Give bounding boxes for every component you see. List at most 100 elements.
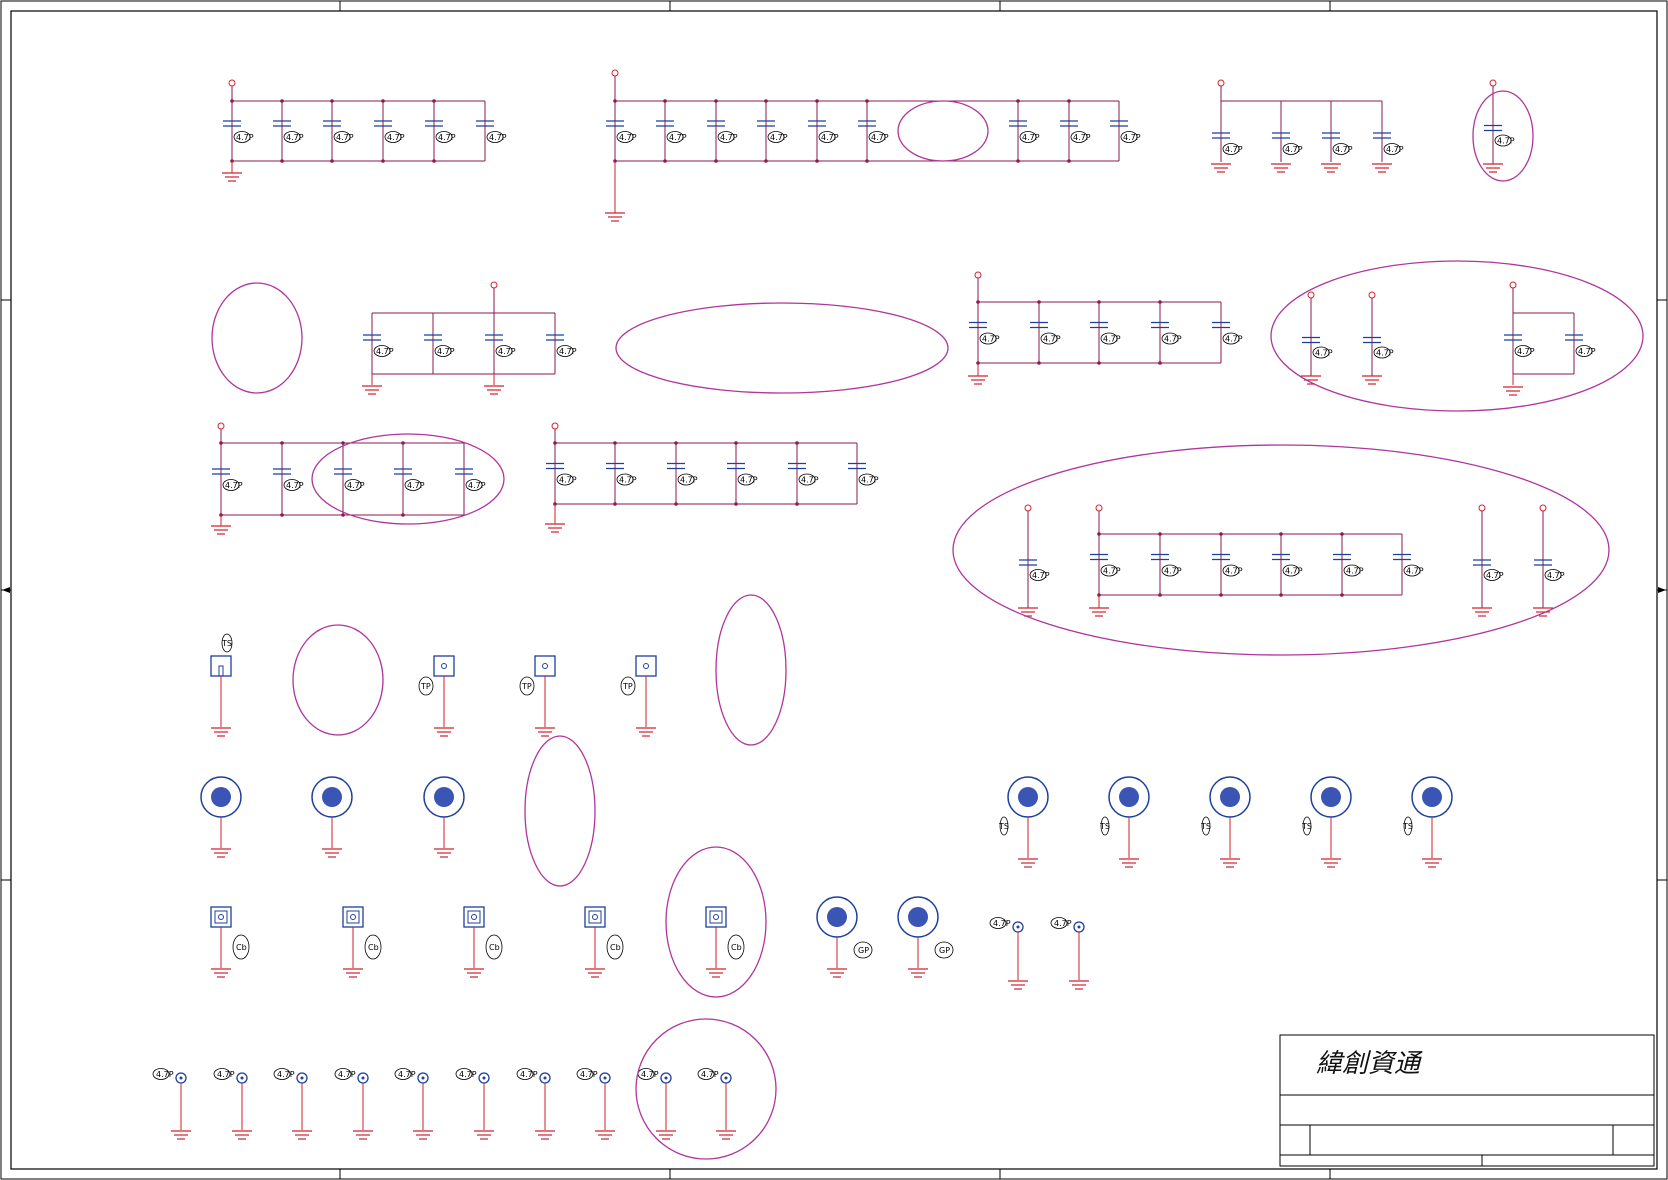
ground-icon xyxy=(827,968,847,978)
ground-icon xyxy=(1220,858,1240,868)
svg-text:4.7P: 4.7P xyxy=(489,133,507,142)
ground-icon xyxy=(413,1130,433,1140)
review-ellipse xyxy=(1270,260,1644,412)
ground-icon xyxy=(706,968,726,978)
ground-icon xyxy=(211,968,231,978)
svg-text:4.7P: 4.7P xyxy=(1022,133,1040,142)
ground-icon xyxy=(535,1130,555,1140)
svg-text:4.7P: 4.7P xyxy=(438,133,456,142)
svg-text:4.7P: 4.7P xyxy=(680,476,698,485)
capacitor-symbol xyxy=(606,120,624,127)
power-port-icon xyxy=(611,69,619,77)
ground-icon xyxy=(545,523,565,533)
pad-label: TP xyxy=(519,676,535,696)
capacitor-symbol xyxy=(969,321,987,329)
cap-label: 4.7P xyxy=(222,479,243,491)
svg-text:4.7P: 4.7P xyxy=(982,335,1000,344)
power-port-icon xyxy=(228,79,236,87)
cap-label: 4.7P xyxy=(495,345,516,357)
cap-label: 4.7P xyxy=(1100,332,1121,345)
ground-icon xyxy=(595,1130,615,1140)
cap-label: 4.7P xyxy=(1029,569,1050,581)
svg-text:4.7P: 4.7P xyxy=(1164,335,1182,344)
svg-text:TS: TS xyxy=(1200,822,1211,831)
svg-text:4.7P: 4.7P xyxy=(669,133,687,142)
cap-label: 4.7P xyxy=(435,131,456,143)
title-block: 緯創資通 xyxy=(1279,1034,1655,1167)
pad-label: TS xyxy=(1301,816,1312,836)
round-test-pad xyxy=(200,776,242,818)
svg-text:4.7P: 4.7P xyxy=(498,347,516,356)
ground-icon xyxy=(968,375,988,385)
power-port-icon xyxy=(1539,504,1547,512)
pad-label: Cb xyxy=(232,934,250,960)
cap-label: 4.7P xyxy=(344,479,365,491)
capacitor-symbol xyxy=(1110,120,1128,127)
ground-icon xyxy=(1089,607,1109,617)
svg-text:4.7P: 4.7P xyxy=(217,1070,235,1079)
pad-label: 4.7P xyxy=(334,1068,356,1080)
capacitor-symbol xyxy=(273,468,291,475)
cap-label: 4.7P xyxy=(1222,332,1243,345)
svg-text:4.7P: 4.7P xyxy=(338,1070,356,1079)
small-test-point xyxy=(417,1072,429,1084)
pad-label: Cb xyxy=(485,934,503,960)
capacitor-symbol xyxy=(1302,336,1320,344)
ground-icon xyxy=(535,727,555,737)
cap-label: 4.7P xyxy=(767,131,788,143)
single-capacitor: 4.7P xyxy=(1483,79,1515,173)
capacitor-symbol xyxy=(212,468,230,475)
cap-label: 4.7P xyxy=(1373,346,1394,359)
pad-label: Cb xyxy=(364,934,382,960)
svg-text:4.7P: 4.7P xyxy=(770,133,788,142)
small-test-point xyxy=(720,1072,732,1084)
svg-text:4.7P: 4.7P xyxy=(376,347,394,356)
test-pad xyxy=(584,906,606,928)
capacitor-symbol xyxy=(1090,321,1108,329)
pad-label: 4.7P xyxy=(697,1068,719,1080)
single-capacitor: 4.7P xyxy=(1301,291,1333,385)
cap-label: 4.7P xyxy=(1544,569,1565,581)
small-test-point xyxy=(599,1072,611,1084)
capacitor-symbol xyxy=(1019,559,1037,566)
review-ellipse xyxy=(635,1018,777,1160)
svg-text:4.7P: 4.7P xyxy=(641,1070,659,1079)
svg-text:Cb: Cb xyxy=(368,943,379,952)
ground-icon xyxy=(464,968,484,978)
capacitor-symbol xyxy=(363,334,381,341)
small-test-point xyxy=(478,1072,490,1084)
capacitor-symbol xyxy=(656,120,674,127)
round-test-pad xyxy=(1411,776,1453,818)
ground-icon xyxy=(1533,607,1553,617)
ground-icon xyxy=(1008,980,1028,990)
capacitor-symbol xyxy=(1363,336,1381,344)
capacitor-symbol xyxy=(757,120,775,127)
svg-text:4.7P: 4.7P xyxy=(225,481,243,490)
cap-label: 4.7P xyxy=(666,131,687,143)
cap-label: 4.7P xyxy=(434,345,455,357)
capacitor-symbol xyxy=(394,468,412,475)
capacitor-symbol xyxy=(546,334,564,341)
ground-icon xyxy=(1211,163,1231,173)
capacitor-symbol xyxy=(424,334,442,341)
svg-text:4.7P: 4.7P xyxy=(468,481,486,490)
test-pad xyxy=(342,906,364,928)
ground-icon xyxy=(636,727,656,737)
company-title: 緯創資通 xyxy=(1316,1049,1423,1079)
power-port-icon xyxy=(490,281,498,289)
svg-text:4.7P: 4.7P xyxy=(286,133,304,142)
single-capacitor: 4.7P xyxy=(1472,504,1504,617)
capacitor-symbol xyxy=(273,120,291,127)
power-port-icon xyxy=(1489,79,1497,87)
capacitor-symbol xyxy=(425,120,443,127)
pad-label: GP xyxy=(853,941,873,959)
svg-text:4.7P: 4.7P xyxy=(1346,567,1364,576)
capacitor-symbol xyxy=(858,120,876,127)
ground-icon xyxy=(1271,163,1291,173)
svg-text:4.7P: 4.7P xyxy=(236,133,254,142)
